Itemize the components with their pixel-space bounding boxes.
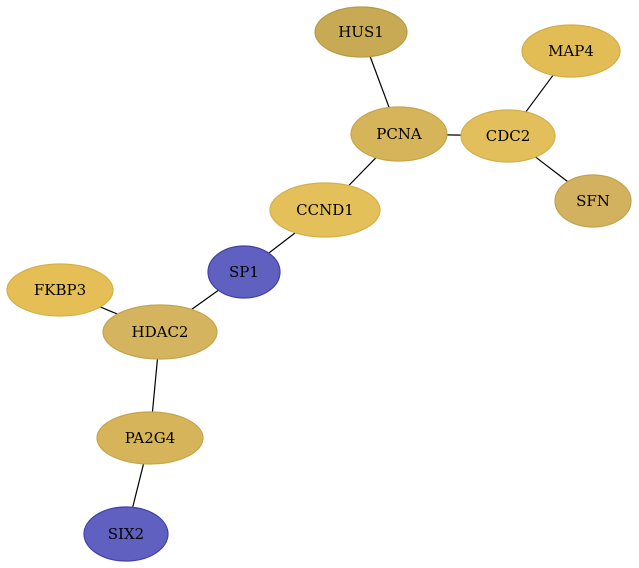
node-fkbp3[interactable]: FKBP3 [6, 263, 114, 317]
node-ellipse-hdac2 [102, 304, 218, 360]
node-pcna[interactable]: PCNA [350, 106, 448, 162]
node-ellipse-cdc2 [460, 109, 556, 163]
node-label-ccnd1: CCND1 [296, 201, 354, 219]
node-ellipse-pcna [350, 106, 448, 162]
node-ellipse-sfn [554, 174, 632, 228]
node-label-six2: SIX2 [108, 525, 144, 543]
edge-hdac2-pa2g4 [151, 358, 159, 413]
edge-fkbp3-hdac2 [100, 306, 118, 315]
node-ellipse-six2 [83, 506, 169, 562]
edge-pa2g4-six2 [132, 463, 145, 508]
edge-map4-cdc2 [525, 74, 554, 113]
node-label-fkbp3: FKBP3 [34, 281, 86, 299]
node-ellipse-ccnd1 [269, 182, 381, 238]
node-label-sfn: SFN [576, 192, 610, 210]
node-hdac2[interactable]: HDAC2 [102, 304, 218, 360]
node-label-pa2g4: PA2G4 [125, 429, 176, 447]
node-cdc2[interactable]: CDC2 [460, 109, 556, 163]
edge-ccnd1-sp1 [268, 232, 296, 254]
node-label-sp1: SP1 [229, 263, 259, 281]
node-label-hus1: HUS1 [338, 23, 384, 41]
node-label-cdc2: CDC2 [486, 127, 531, 145]
node-pa2g4[interactable]: PA2G4 [96, 411, 204, 465]
node-ellipse-fkbp3 [6, 263, 114, 317]
node-label-hdac2: HDAC2 [132, 323, 189, 341]
node-sp1[interactable]: SP1 [207, 245, 281, 299]
node-ellipse-map4 [521, 24, 621, 78]
edge-hus1-pcna [369, 56, 390, 108]
node-map4[interactable]: MAP4 [521, 24, 621, 78]
edge-pcna-ccnd1 [348, 157, 377, 187]
node-label-map4: MAP4 [548, 42, 594, 60]
node-ellipse-pa2g4 [96, 411, 204, 465]
node-label-pcna: PCNA [376, 125, 422, 143]
node-sfn[interactable]: SFN [554, 174, 632, 228]
edge-layer [100, 56, 569, 508]
node-ccnd1[interactable]: CCND1 [269, 182, 381, 238]
node-six2[interactable]: SIX2 [83, 506, 169, 562]
edge-sp1-hdac2 [191, 289, 219, 310]
node-hus1[interactable]: HUS1 [314, 6, 408, 58]
node-ellipse-sp1 [207, 245, 281, 299]
node-ellipse-hus1 [314, 6, 408, 58]
edge-cdc2-sfn [535, 156, 569, 183]
